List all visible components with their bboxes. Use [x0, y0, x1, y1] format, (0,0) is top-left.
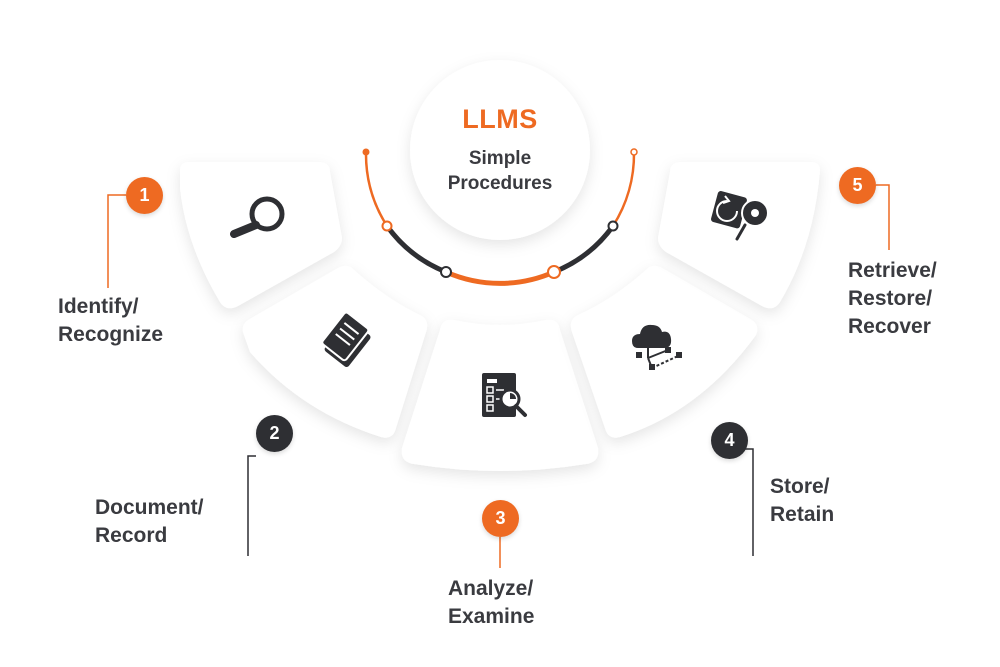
center-circle [410, 60, 590, 240]
disk-recovery-icon [711, 191, 769, 241]
step-label-1: Identify/ Recognize [58, 293, 163, 349]
step-label-4: Store/ Retain [770, 473, 834, 529]
step-label-3-line1: Analyze/ [448, 577, 534, 600]
step-label-2-line1: Document/ [95, 496, 204, 519]
step-label-1-line2: Recognize [58, 323, 164, 346]
center-title: LLMS [462, 104, 538, 134]
step-label-3-line2: Examine [448, 605, 535, 628]
step-label-5-line2: Restore/ [848, 287, 933, 310]
step-label-5-line3: Recover [848, 315, 931, 338]
step-label-4-line2: Retain [770, 503, 835, 526]
center-subtitle-line1: Simple [468, 148, 532, 169]
step-badge-5: 5 [839, 167, 876, 204]
connector-lines [107, 184, 890, 568]
report-analysis-icon [482, 373, 527, 417]
step-label-5: Retrieve/ Restore/ Recover [848, 257, 937, 341]
step-label-5-line1: Retrieve/ [848, 259, 937, 282]
step-badge-4: 4 [711, 422, 748, 459]
center-subtitle: Simple Procedures [410, 146, 590, 196]
card-identify[interactable] [180, 162, 342, 309]
documents-icon [321, 311, 371, 368]
step-label-1-line1: Identify/ [58, 295, 139, 318]
step-label-4-line1: Store/ [770, 475, 830, 498]
step-label-3: Analyze/ Examine [448, 575, 534, 631]
step-badge-1: 1 [126, 177, 163, 214]
center-subtitle-line2: Procedures [447, 173, 553, 194]
magnifier-icon [230, 196, 285, 238]
step-badge-2: 2 [256, 415, 293, 452]
step-label-2-line2: Record [95, 524, 168, 547]
cloud-network-icon [632, 324, 682, 370]
step-label-2: Document/ Record [95, 494, 204, 550]
step-badge-3: 3 [482, 500, 519, 537]
arc-nodes [362, 148, 638, 279]
